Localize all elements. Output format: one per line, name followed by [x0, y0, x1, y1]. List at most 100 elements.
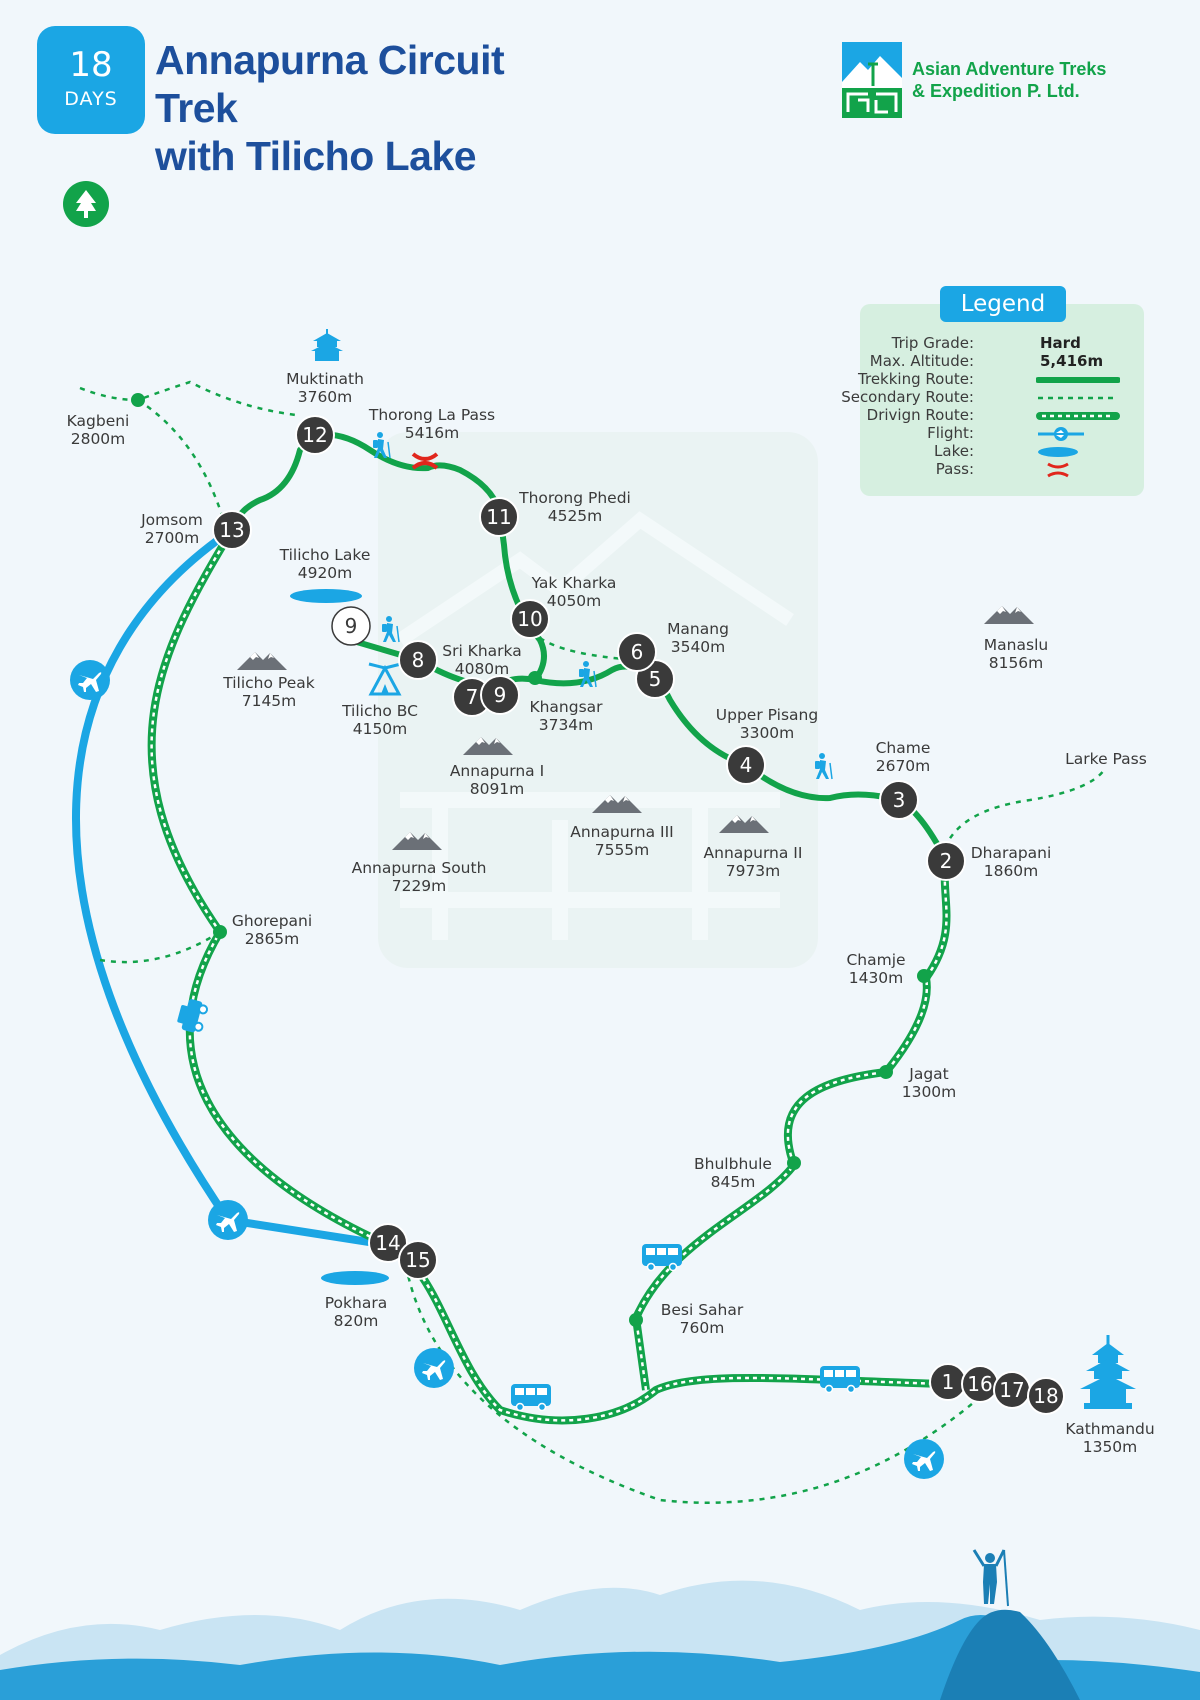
day-stop-marker[interactable]: 17 [993, 1371, 1031, 1409]
svg-text:Muktinath: Muktinath [286, 370, 364, 388]
svg-text:7555m: 7555m [595, 841, 650, 859]
svg-text:4525m: 4525m [548, 507, 603, 525]
day-stop-marker[interactable]: 6 [617, 632, 657, 672]
svg-text:Manang: Manang [667, 620, 729, 638]
airplane-icon[interactable] [414, 1348, 454, 1388]
svg-text:Tilicho Peak: Tilicho Peak [222, 674, 314, 692]
svg-text:2700m: 2700m [145, 529, 200, 547]
flight-swatch [1038, 427, 1084, 441]
company-line-2: & Expedition P. Ltd. [912, 81, 1080, 101]
day-stop-label: 9 [494, 683, 507, 707]
bus-icon [641, 1243, 683, 1272]
airplane-icon[interactable] [904, 1439, 944, 1479]
waypoint-dot [213, 925, 227, 939]
svg-text:845m: 845m [711, 1173, 756, 1191]
day-stop-marker[interactable]: 9 [480, 675, 520, 715]
company-name: Asian Adventure Treks & Expedition P. Lt… [912, 58, 1192, 102]
day-stop-marker[interactable]: 10 [510, 599, 550, 639]
svg-text:7145m: 7145m [242, 692, 297, 710]
svg-text:2865m: 2865m [245, 930, 300, 948]
svg-text:8156m: 8156m [989, 654, 1044, 672]
secondary-route-kagbeni [79, 380, 297, 417]
svg-text:Thorong Phedi: Thorong Phedi [518, 489, 631, 507]
day-stop-label: 6 [631, 640, 644, 664]
day-stop-label: 18 [1033, 1384, 1058, 1408]
airplane-icon[interactable] [208, 1200, 248, 1240]
day-stop-label: 14 [375, 1231, 400, 1255]
day-stop-marker[interactable]: 13 [212, 510, 252, 550]
legend-panel [860, 304, 1144, 496]
jeep-icon [177, 999, 209, 1033]
mountain-icon [237, 652, 287, 670]
day-stop-label: 1 [942, 1370, 955, 1394]
day-stop-marker[interactable]: 1 [929, 1363, 967, 1401]
waypoint-dot [131, 393, 145, 407]
temple-icon [311, 329, 343, 361]
day-stop-label: 12 [302, 423, 327, 447]
tree-icon[interactable] [63, 181, 109, 227]
day-stop-marker[interactable]: 4 [726, 745, 766, 785]
svg-text:820m: 820m [334, 1312, 379, 1330]
waypoint-dot [917, 969, 931, 983]
legend-row-secondary-route: Secondary Route: [841, 388, 1144, 406]
day-stop-marker[interactable]: 11 [479, 497, 519, 537]
svg-text:Larke Pass: Larke Pass [1065, 750, 1147, 768]
svg-text:Khangsar: Khangsar [529, 698, 603, 716]
svg-text:Chame: Chame [876, 739, 931, 757]
waypoint-dot [787, 1156, 801, 1170]
day-stop-label: 7 [466, 685, 479, 709]
day-stop-marker[interactable]: 3 [879, 780, 919, 820]
day-stop-label: 17 [999, 1378, 1024, 1402]
day-stop-label: 13 [219, 518, 244, 542]
svg-text:2670m: 2670m [876, 757, 931, 775]
watermark-logo [378, 432, 818, 968]
pass-icon [1047, 462, 1069, 478]
svg-text:7973m: 7973m [726, 862, 781, 880]
legend-row-max-altitude: Max. Altitude: 5,416m [869, 352, 1104, 370]
day-stop-marker[interactable]: 15 [398, 1240, 438, 1280]
day-stop-marker[interactable]: 14 [368, 1223, 408, 1263]
day-stop-marker[interactable]: 2 [926, 841, 966, 881]
day-stop-marker[interactable]: 9 [331, 606, 371, 646]
day-stop-label: 9 [345, 614, 358, 638]
title-line-1: Annapurna Circuit Trek [155, 37, 505, 131]
legend-row-trekking-route: Trekking Route: [858, 370, 1144, 388]
airplane-icon[interactable] [70, 660, 110, 700]
pass-icon [411, 452, 439, 470]
svg-text:4920m: 4920m [298, 564, 353, 582]
svg-text:8091m: 8091m [470, 780, 525, 798]
climber-icon [972, 1549, 1009, 1607]
svg-text:Jagat: Jagat [908, 1065, 948, 1083]
days-label: DAYS [64, 88, 118, 110]
day-stop-label: 10 [517, 607, 542, 631]
day-stop-marker[interactable]: 18 [1027, 1377, 1065, 1415]
svg-text:4150m: 4150m [353, 720, 408, 738]
svg-text:Chamje: Chamje [846, 951, 905, 969]
day-stop-marker[interactable]: 12 [295, 415, 335, 455]
svg-text:Jomsom: Jomsom [140, 511, 203, 529]
title-line-2: with Tilicho Lake [155, 133, 477, 179]
flight-route-jomsom [72, 526, 235, 1223]
svg-text:Manaslu: Manaslu [984, 636, 1048, 654]
legend-row-lake: Lake: [860, 442, 1144, 460]
day-stop-marker[interactable]: 8 [398, 640, 438, 680]
day-stop-label: 8 [412, 648, 425, 672]
svg-text:Annapurna South: Annapurna South [352, 859, 487, 877]
svg-text:Thorong La Pass: Thorong La Pass [368, 406, 495, 424]
day-stop-marker[interactable]: 16 [961, 1365, 999, 1403]
svg-text:Ghorepani: Ghorepani [232, 912, 312, 930]
day-stop-label: 16 [967, 1372, 992, 1396]
